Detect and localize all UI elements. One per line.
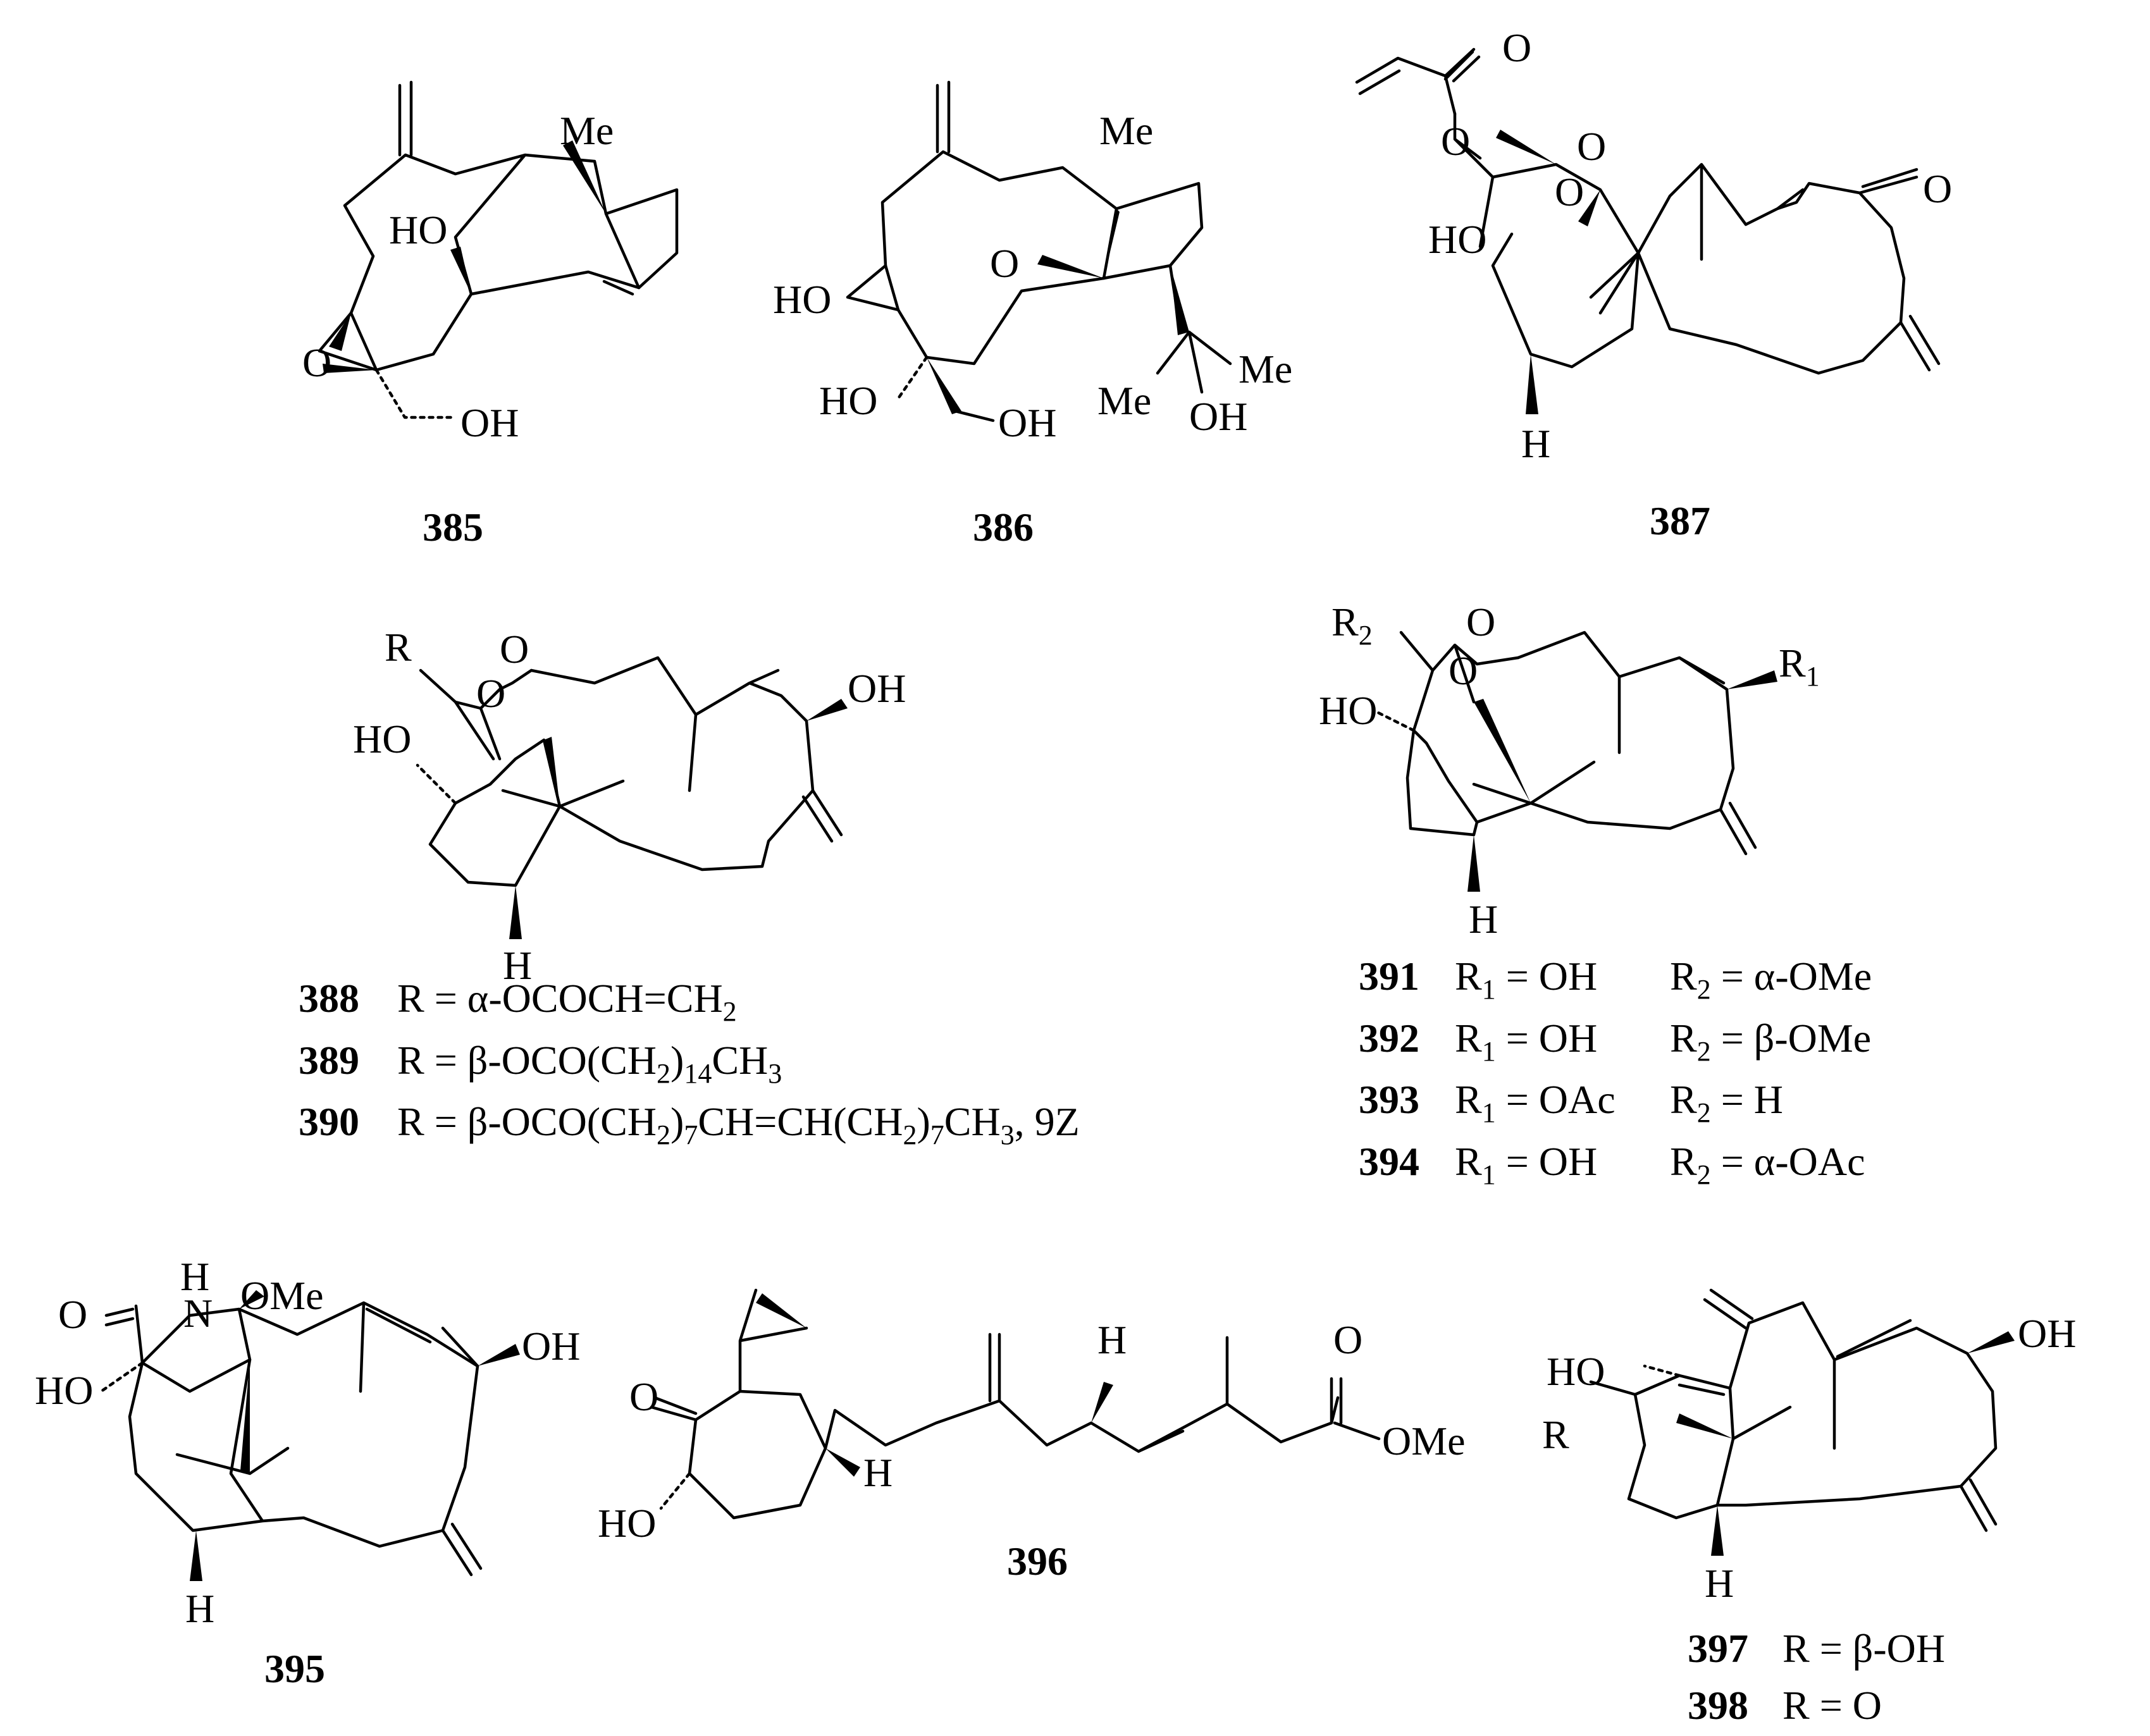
compound-number: 385 bbox=[423, 505, 483, 550]
compound-number: 396 bbox=[1007, 1539, 1068, 1584]
compound-number: 388 bbox=[299, 976, 359, 1021]
ho-label: HO bbox=[1319, 688, 1377, 733]
ring-o-label: O bbox=[1466, 600, 1495, 644]
caption-text-r2: R2 = H bbox=[1670, 1077, 1783, 1128]
caption-388: 388 R = α-OCOCH=CH2 bbox=[299, 976, 737, 1027]
caption-text: R = β-OCO(CH2)14CH3 bbox=[397, 1038, 782, 1089]
compound-number: 389 bbox=[299, 1038, 359, 1083]
compound-391-394: R2 O O HO R1 H 391 R1 = OH R2 = α-OMe 39… bbox=[1319, 600, 1872, 1190]
oh-label-2: OH bbox=[1189, 394, 1247, 439]
ho-label-2: HO bbox=[819, 378, 877, 423]
caption-391: 391 R1 = OH R2 = α-OMe bbox=[1359, 954, 1872, 1005]
caption-text: R = O bbox=[1782, 1683, 1882, 1728]
compound-387: O O O O HO O H 387 bbox=[1355, 25, 1952, 543]
ho-label: HO bbox=[773, 277, 831, 322]
epoxide-o-label: O bbox=[476, 671, 505, 716]
epoxide-o-label: O bbox=[990, 241, 1019, 286]
compound-388-390: R O O HO OH H 388 R = α-OCOCH=CH2 389 R … bbox=[299, 625, 1080, 1150]
me-label-2: Me bbox=[1239, 347, 1292, 391]
r1-label: R1 bbox=[1779, 641, 1820, 692]
caption-text: R = β-OCO(CH2)7CH=CH(CH2)7CH3, 9Z bbox=[397, 1099, 1080, 1150]
ho-label: HO bbox=[389, 207, 447, 252]
caption-393: 393 R1 = OAc R2 = H bbox=[1359, 1077, 1783, 1128]
ester-o-label: O bbox=[1333, 1317, 1362, 1362]
r-label: R bbox=[1542, 1412, 1569, 1457]
caption-text: R1 = OH bbox=[1455, 1139, 1597, 1190]
caption-text: R = β-OH bbox=[1782, 1626, 1945, 1671]
caption-text: R1 = OH bbox=[1455, 1016, 1597, 1067]
r-label: R bbox=[385, 625, 412, 670]
compound-385: Me HO O OH 385 bbox=[302, 80, 679, 550]
caption-390: 390 R = β-OCO(CH2)7CH=CH(CH2)7CH3, 9Z bbox=[299, 1099, 1080, 1150]
compound-number: 387 bbox=[1650, 498, 1710, 543]
compound-397-398: HO R OH H 397 R = β-OH 398 R = O bbox=[1542, 1288, 2076, 1728]
ome-label: OMe bbox=[240, 1273, 324, 1318]
caption-397: 397 R = β-OH bbox=[1688, 1626, 1945, 1671]
compound-number: 393 bbox=[1359, 1077, 1419, 1122]
compound-number: 394 bbox=[1359, 1139, 1419, 1184]
caption-394: 394 R1 = OH R2 = α-OAc bbox=[1359, 1139, 1865, 1190]
ring-o-label: O bbox=[500, 627, 529, 672]
compound-number: 391 bbox=[1359, 954, 1419, 999]
ring-o-label: O bbox=[1577, 124, 1606, 169]
r2-label: R2 bbox=[1331, 600, 1373, 651]
compound-number: 397 bbox=[1688, 1626, 1748, 1671]
oh-label: OH bbox=[2018, 1311, 2076, 1356]
caption-389: 389 R = β-OCO(CH2)14CH3 bbox=[299, 1038, 782, 1089]
h-label: H bbox=[1705, 1561, 1734, 1606]
oh-label: OH bbox=[460, 400, 519, 445]
caption-392: 392 R1 = OH R2 = β-OMe bbox=[1359, 1016, 1871, 1067]
epoxide-o-label: O bbox=[1555, 169, 1584, 214]
ho-label: HO bbox=[1428, 217, 1486, 262]
caption-text: R1 = OH bbox=[1455, 954, 1597, 1005]
epoxide-o-label: O bbox=[302, 340, 331, 385]
h-label: H bbox=[863, 1450, 893, 1495]
caption-text-r2: R2 = α-OAc bbox=[1670, 1139, 1865, 1190]
h-label-2: H bbox=[1097, 1317, 1127, 1362]
h-label: H bbox=[1469, 897, 1498, 942]
epoxide-o-label: O bbox=[1449, 648, 1478, 693]
oh-label: OH bbox=[998, 400, 1056, 445]
caption-text-r2: R2 = β-OMe bbox=[1670, 1016, 1871, 1067]
ome-label: OMe bbox=[1382, 1419, 1466, 1463]
h-label: H bbox=[185, 1586, 214, 1631]
nh-h-label: H bbox=[180, 1254, 209, 1299]
compound-number: 395 bbox=[264, 1646, 325, 1691]
caption-text: R = α-OCOCH=CH2 bbox=[397, 976, 737, 1027]
ketone-o-label: O bbox=[629, 1374, 658, 1419]
ester-o-label: O bbox=[1441, 119, 1470, 164]
h-label: H bbox=[1521, 421, 1550, 466]
oh-label: OH bbox=[848, 666, 906, 711]
caption-text-r2: R2 = α-OMe bbox=[1670, 954, 1872, 1005]
compound-number: 390 bbox=[299, 1099, 359, 1144]
caption-398: 398 R = O bbox=[1688, 1683, 1882, 1728]
compound-396: O HO H H O OMe 396 bbox=[598, 1288, 1466, 1584]
h-label: H bbox=[503, 943, 532, 988]
ho-label: HO bbox=[35, 1368, 93, 1413]
ho-label: HO bbox=[1547, 1349, 1605, 1394]
me-label: Me bbox=[560, 108, 614, 153]
ho-label: HO bbox=[598, 1501, 656, 1546]
n-label: N bbox=[183, 1291, 213, 1336]
compound-395: O H N OMe HO OH H 395 bbox=[35, 1254, 580, 1691]
compound-386: Me HO O HO OH Me Me OH 386 bbox=[773, 80, 1292, 550]
carbonyl-o-label: O bbox=[1502, 25, 1531, 70]
compound-number: 398 bbox=[1688, 1683, 1748, 1728]
me-label: Me bbox=[1099, 108, 1153, 153]
me-label-3: Me bbox=[1097, 378, 1151, 423]
caption-text: R1 = OAc bbox=[1455, 1077, 1616, 1128]
compound-number: 386 bbox=[973, 505, 1034, 550]
ho-label: HO bbox=[353, 717, 411, 761]
lactam-o-label: O bbox=[58, 1292, 87, 1337]
compound-number: 392 bbox=[1359, 1016, 1419, 1061]
oh-label: OH bbox=[522, 1324, 580, 1369]
ketone-o-label: O bbox=[1923, 166, 1952, 211]
